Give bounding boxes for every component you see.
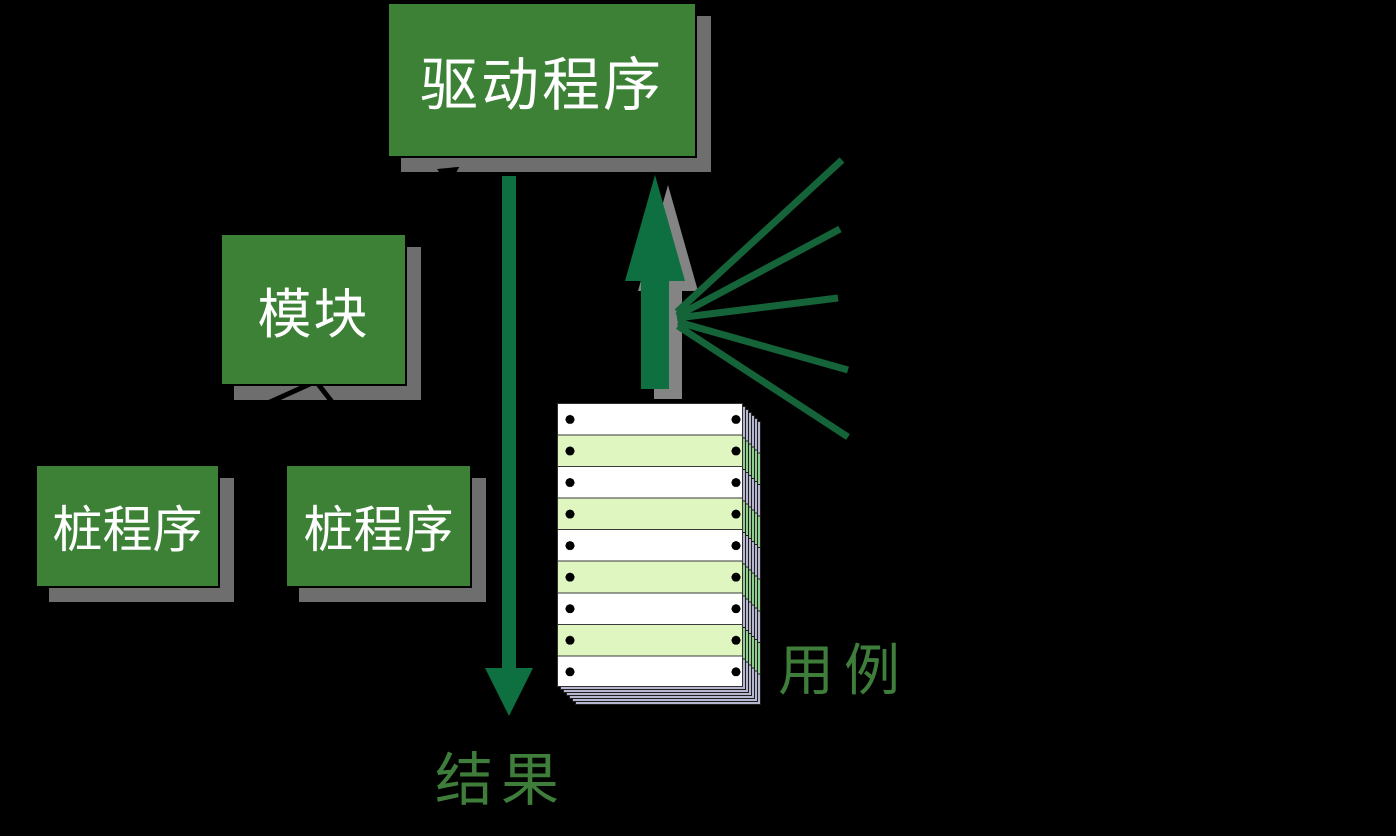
module-to-driver-connector xyxy=(338,166,460,245)
stub-program-left-label: 桩程序 xyxy=(52,502,203,558)
stub-program-right-label: 桩程序 xyxy=(303,502,454,558)
fan-line-4 xyxy=(677,318,849,374)
driver-program-box: 驱动程序 xyxy=(387,2,697,158)
module-label: 模块 xyxy=(257,285,370,345)
stub-program-right-box: 桩程序 xyxy=(285,464,472,588)
result-label: 结果 xyxy=(435,748,568,813)
use-case-stack xyxy=(557,403,767,713)
driver-program-label: 驱动程序 xyxy=(419,53,664,118)
up-arrow-shadow xyxy=(638,185,698,399)
fan-line-1 xyxy=(674,157,845,315)
down-arrow-head xyxy=(485,668,533,716)
paper-front-sheet xyxy=(557,403,743,687)
stub-program-left-box: 桩程序 xyxy=(35,464,220,588)
fan-line-2 xyxy=(675,225,842,320)
use-case-label: 用例 xyxy=(778,641,910,703)
fan-line-3 xyxy=(676,294,839,322)
module-box: 模块 xyxy=(220,233,407,386)
up-arrow xyxy=(625,175,685,389)
